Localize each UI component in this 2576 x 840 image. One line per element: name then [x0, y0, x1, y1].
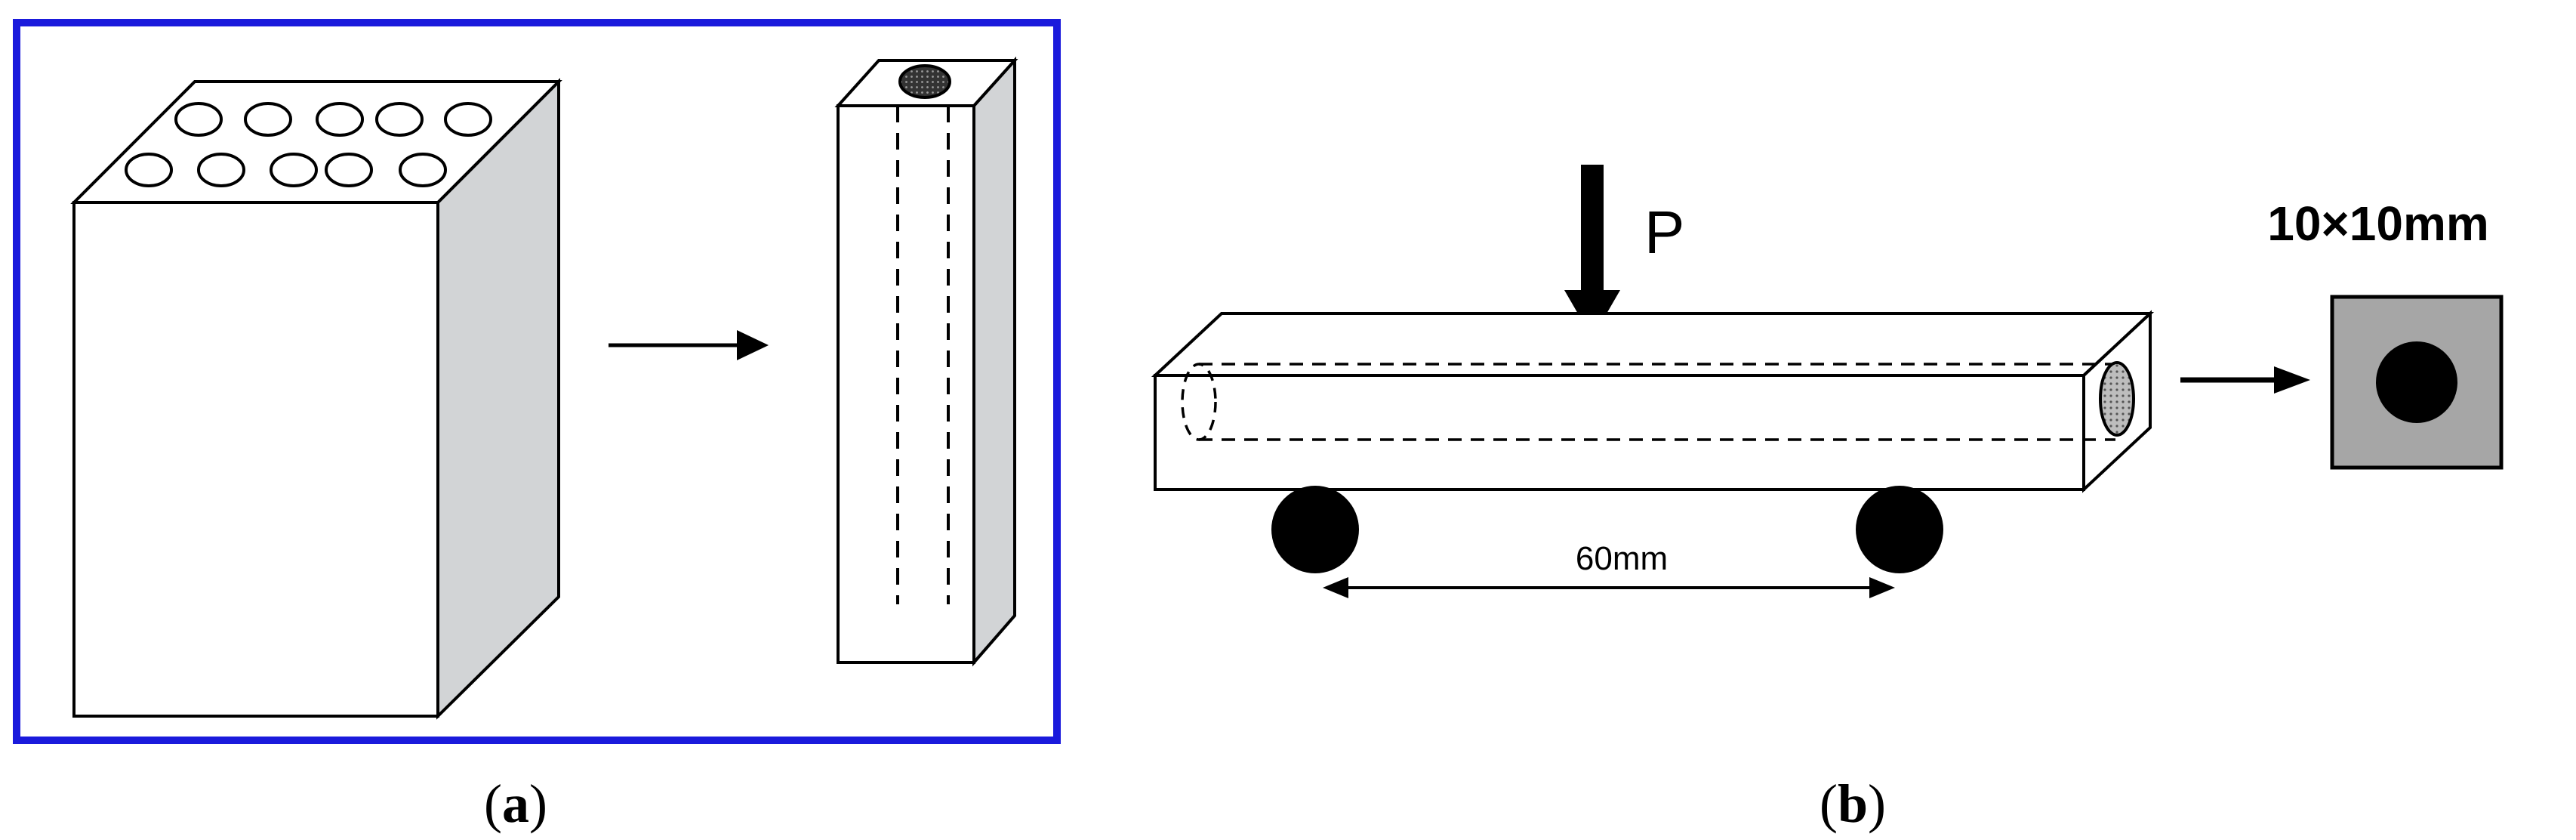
panel-b: P 60mm — [1151, 165, 2504, 834]
section-arrow — [2180, 366, 2310, 394]
right-support — [1856, 486, 1943, 573]
fiber-holes — [125, 102, 492, 187]
beam-front-face — [1154, 374, 2085, 491]
beam — [1151, 310, 2155, 493]
slender-bar-front-face — [837, 104, 975, 664]
beam-fiber-hidden-end — [1181, 363, 1217, 441]
beam-top-face — [1151, 312, 2155, 377]
hole — [197, 153, 245, 187]
left-support — [1271, 486, 1359, 573]
panel-b-caption: (b) — [1820, 774, 1886, 834]
span-label: 60mm — [1576, 540, 1668, 577]
span-dimension-arrow — [1323, 577, 1895, 598]
hole — [444, 102, 492, 137]
load-label: P — [1644, 199, 1684, 266]
fiber-end-top — [898, 64, 951, 99]
hole — [316, 102, 364, 137]
hole — [125, 153, 173, 187]
hole — [399, 153, 447, 187]
panel-a-frame — [13, 19, 1061, 744]
large-block — [70, 78, 562, 720]
hole — [244, 102, 292, 137]
cross-section-fiber — [2376, 341, 2457, 423]
cut-arrow — [609, 330, 769, 360]
cross-section — [2330, 295, 2504, 470]
slender-bar-side-face — [972, 56, 1016, 667]
slender-bar — [834, 56, 1018, 667]
hole — [270, 153, 318, 187]
large-block-front-face — [72, 201, 439, 718]
beam-fiber-visible-end — [2099, 361, 2135, 437]
panel-a-caption: (a) — [484, 774, 547, 834]
hole — [375, 102, 424, 137]
hole — [325, 153, 373, 187]
section-label: 10×10mm — [2267, 196, 2489, 251]
hole — [174, 102, 223, 137]
panel-a: (a) — [13, 19, 1061, 834]
